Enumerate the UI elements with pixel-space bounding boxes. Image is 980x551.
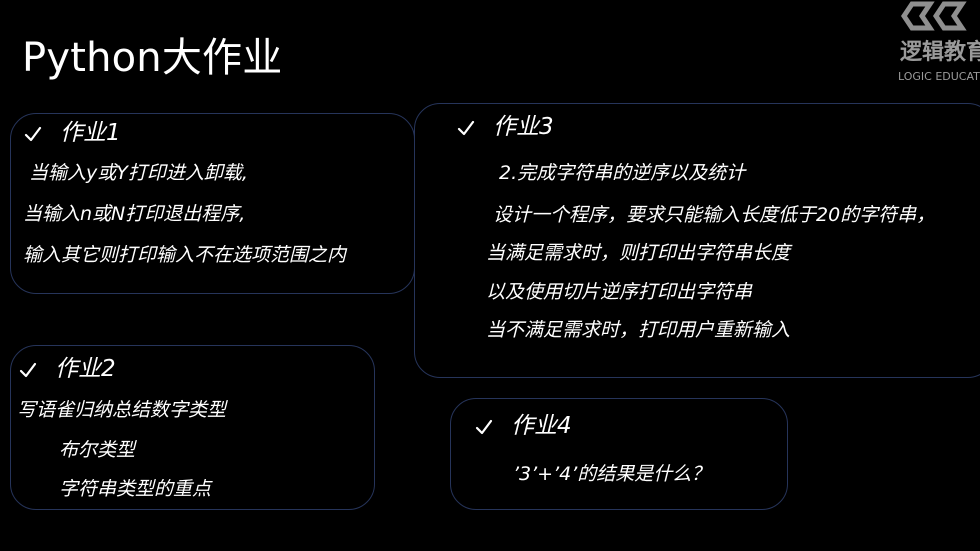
assignment-card-2: 作业2 写语雀归纳总结数字类型 布尔类型 字符串类型的重点 (10, 345, 375, 510)
card-3-title: 作业3 (493, 114, 554, 140)
card-3-line-2: 设计一个程序，要求只能输入长度低于20的字符串， (493, 204, 936, 226)
card-4-header: 作业4 (475, 415, 572, 438)
check-icon (475, 419, 493, 434)
card-3-header: 作业3 (457, 116, 554, 139)
logo-cn-text: 逻辑教育 (900, 40, 980, 65)
card-1-line-1: 当输入y或Y打印进入卸载, (29, 162, 248, 184)
card-1-line-2: 当输入n或N打印退出程序, (23, 203, 246, 225)
card-2-line-3: 字符串类型的重点 (59, 478, 212, 500)
card-2-line-2: 布尔类型 (59, 439, 136, 461)
assignment-card-1: 作业1 当输入y或Y打印进入卸载, 当输入n或N打印退出程序, 输入其它则打印输… (10, 113, 415, 294)
logo-en-text: LOGIC EDUCATION (898, 70, 980, 83)
card-3-line-1: 2.完成字符串的逆序以及统计 (499, 162, 746, 184)
check-icon (19, 362, 37, 377)
card-3-line-3: 当满足需求时，则打印出字符串长度 (486, 242, 791, 264)
card-1-line-3: 输入其它则打印输入不在选项范围之内 (23, 244, 347, 266)
card-2-line-1: 写语雀归纳总结数字类型 (17, 399, 227, 421)
assignment-card-4: 作业4 ’3’+’4’的结果是什么？ (450, 398, 788, 510)
card-4-line-1: ’3’+’4’的结果是什么？ (513, 463, 711, 485)
card-4-title: 作业4 (511, 413, 572, 439)
card-2-header: 作业2 (19, 358, 116, 381)
check-icon (24, 126, 42, 141)
check-icon (457, 120, 475, 135)
card-2-title: 作业2 (55, 356, 116, 382)
card-3-line-5: 当不满足需求时，打印用户重新输入 (486, 319, 791, 341)
page-title: Python大作业 (22, 35, 283, 81)
assignment-card-3: 作业3 2.完成字符串的逆序以及统计 设计一个程序，要求只能输入长度低于20的字… (414, 103, 980, 378)
card-1-header: 作业1 (24, 122, 121, 145)
card-1-title: 作业1 (60, 120, 121, 146)
logo-mark-icon (900, 1, 967, 31)
brand-logo: 逻辑教育 LOGIC EDUCATION (892, 0, 980, 90)
card-3-line-4: 以及使用切片逆序打印出字符串 (486, 281, 753, 303)
